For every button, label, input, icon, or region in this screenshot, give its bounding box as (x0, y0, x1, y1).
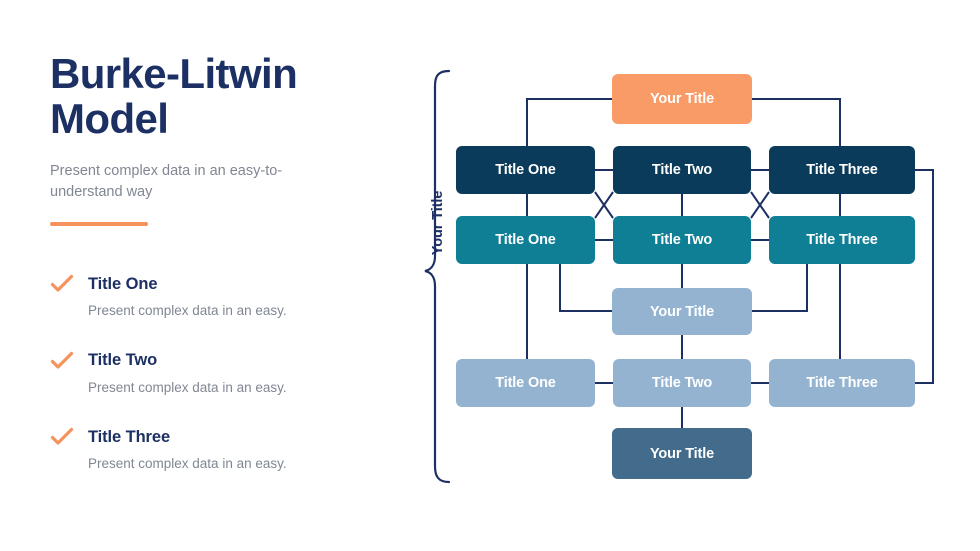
node-top-your-title[interactable]: Your Title (612, 74, 752, 124)
bullet-header: Title Two (50, 351, 380, 371)
vertical-axis-label: Your Title (430, 190, 446, 256)
bullet-list: Title One Present complex data in an eas… (50, 274, 380, 504)
check-icon (50, 274, 74, 292)
node-teal-title-three[interactable]: Title Three (769, 216, 915, 264)
connector-top-right (752, 98, 841, 148)
bullet-title: Title Two (88, 351, 158, 370)
bullet-title: Title One (88, 274, 158, 293)
bullet-header: Title One (50, 274, 380, 294)
node-teal-title-one[interactable]: Title One (456, 216, 595, 264)
connector-teal3-mid (752, 262, 808, 312)
check-icon (50, 351, 74, 369)
burke-litwin-diagram: Your Title Your Title Title One Title Tw… (380, 0, 980, 551)
title-underline-rule (50, 222, 148, 226)
check-icon (50, 427, 74, 445)
node-navy-title-one[interactable]: Title One (456, 146, 595, 194)
left-content-panel: Burke-Litwin Model Present complex data … (50, 50, 380, 492)
list-item[interactable]: Title Two Present complex data in an eas… (50, 351, 380, 397)
node-teal-title-two[interactable]: Title Two (613, 216, 751, 264)
node-bottom-your-title[interactable]: Your Title (612, 428, 752, 479)
bullet-description: Present complex data in an easy. (88, 303, 287, 318)
list-item[interactable]: Title One Present complex data in an eas… (50, 274, 380, 320)
bullet-description: Present complex data in an easy. (88, 456, 287, 472)
bullet-description: Present complex data in an easy. (88, 379, 287, 395)
node-navy-title-three[interactable]: Title Three (769, 146, 915, 194)
connector-teal1-mid (559, 262, 612, 312)
node-mid-your-title[interactable]: Your Title (612, 288, 752, 335)
bullet-header: Title Three (50, 427, 380, 447)
connector-cross-1b (594, 191, 614, 219)
diagram-connectors (424, 69, 934, 484)
bullet-title: Title Three (88, 427, 171, 446)
brace-path (424, 69, 451, 484)
node-lblue-title-three[interactable]: Title Three (769, 359, 915, 407)
node-lblue-title-two[interactable]: Title Two (613, 359, 751, 407)
node-lblue-title-one[interactable]: Title One (456, 359, 595, 407)
page-subtitle: Present complex data in an easy-to-under… (50, 163, 283, 200)
list-item[interactable]: Title Three Present complex data in an e… (50, 427, 380, 473)
connector-top-left (526, 98, 612, 148)
page-title: Burke-Litwin Model (50, 50, 298, 142)
connector-feedback-right (915, 169, 934, 384)
node-navy-title-two[interactable]: Title Two (613, 146, 751, 194)
connector-cross-2b (750, 191, 770, 219)
